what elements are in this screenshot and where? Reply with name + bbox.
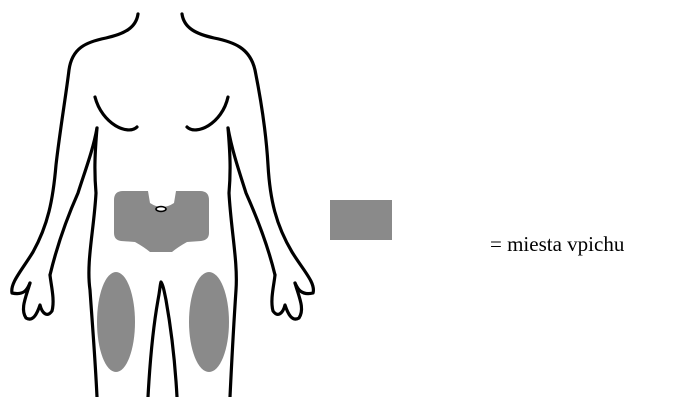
injection-site-left-thigh — [97, 272, 135, 372]
legend-label: = miesta vpichu — [490, 232, 624, 256]
injection-site-right-thigh — [189, 272, 229, 372]
injection-site-swatch-icon — [330, 200, 392, 240]
injection-site-abdomen — [114, 191, 209, 252]
body-outline-icon — [12, 14, 314, 397]
navel — [156, 207, 166, 212]
